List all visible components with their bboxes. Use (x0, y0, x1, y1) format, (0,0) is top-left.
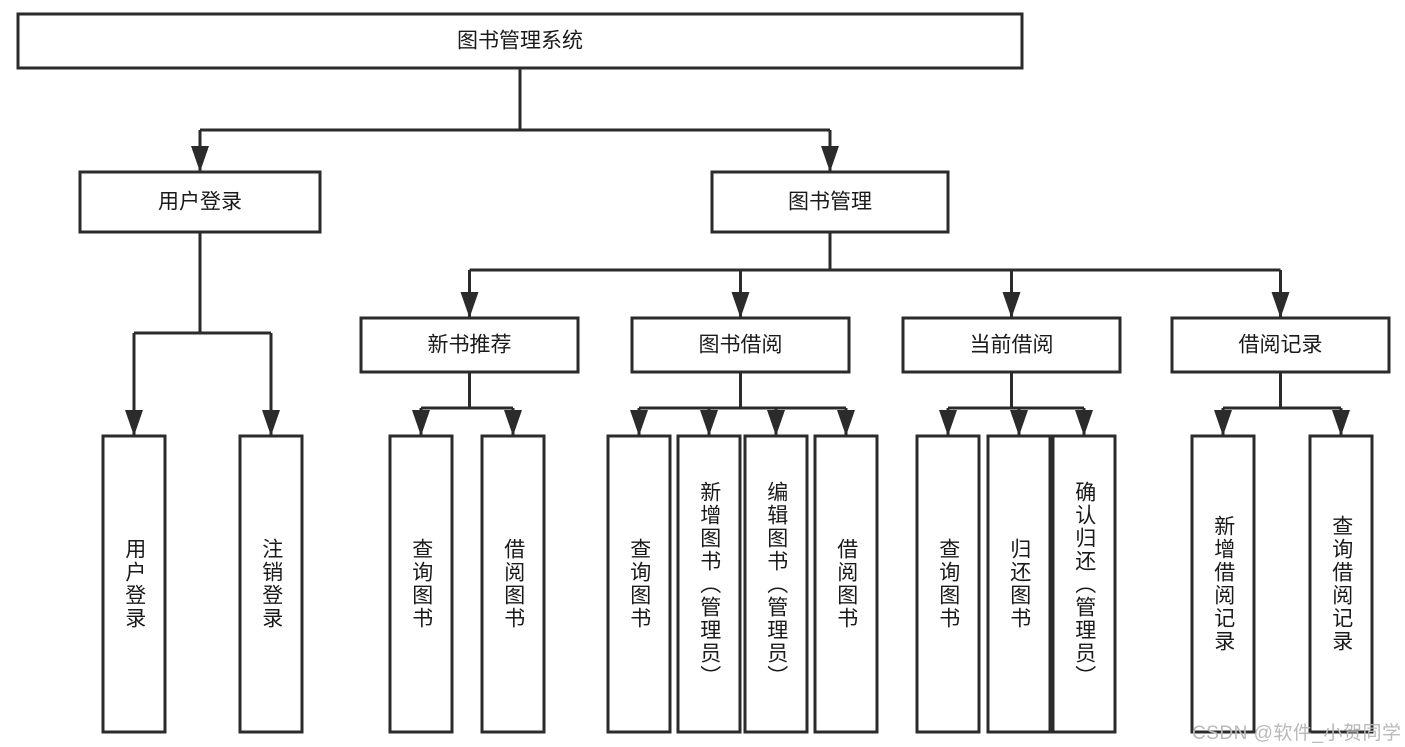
node-box-leaf-rec-borrow[interactable] (480, 434, 546, 734)
node-book-borrow[interactable]: 图书借阅 (630, 316, 851, 374)
arrowhead-icon (504, 410, 522, 436)
csdn-watermark: CSDN @软件_小贺同学 (1192, 723, 1402, 744)
node-leaf-rec-query[interactable] (388, 434, 454, 734)
node-box-leaf-cur-query[interactable] (915, 434, 981, 734)
node-box-leaf-user-logout[interactable] (238, 434, 304, 734)
node-leaf-cur-query[interactable] (915, 434, 981, 734)
node-box-book-borrow[interactable] (630, 316, 851, 374)
node-box-root[interactable] (16, 12, 1024, 70)
node-leaf-user-login[interactable] (101, 434, 167, 734)
arrowhead-icon (1332, 410, 1350, 436)
node-label-book-borrow: 图书借阅 (699, 334, 783, 357)
arrowhead-icon (821, 146, 839, 172)
node-label-user-login: 用户登录 (158, 191, 242, 214)
arrowhead-icon (1271, 292, 1290, 318)
node-leaf-borrow-add[interactable] (676, 434, 742, 734)
arrowhead-icon (1075, 410, 1093, 436)
node-box-leaf-user-login[interactable] (101, 434, 167, 734)
node-leaf-cur-confirm[interactable] (1051, 434, 1117, 734)
arrowhead-icon (191, 146, 209, 172)
node-label-borrow-record: 借阅记录 (1239, 334, 1323, 357)
arrowhead-icon (939, 410, 957, 436)
node-label-root: 图书管理系统 (457, 30, 583, 53)
node-box-leaf-cur-return[interactable] (986, 434, 1052, 734)
arrowhead-icon (630, 410, 648, 436)
arrowhead-icon (460, 292, 479, 318)
node-label-book-manage: 图书管理 (788, 191, 872, 214)
node-leaf-borrow-query[interactable] (606, 434, 672, 734)
node-user-login[interactable]: 用户登录 (78, 170, 322, 234)
connector-layer (125, 68, 1350, 436)
arrowhead-icon (700, 410, 718, 436)
node-label-current-borrow: 当前借阅 (970, 334, 1054, 357)
arrowhead-icon (767, 410, 785, 436)
node-leaf-cur-return[interactable] (986, 434, 1052, 734)
node-new-book-rec[interactable]: 新书推荐 (359, 316, 580, 374)
node-box-leaf-rec-search[interactable] (1308, 434, 1374, 734)
node-leaf-borrow-edit[interactable] (743, 434, 809, 734)
node-box-borrow-record[interactable] (1170, 316, 1391, 374)
node-box-book-manage[interactable] (710, 170, 950, 234)
node-root[interactable]: 图书管理系统 (16, 12, 1024, 70)
node-borrow-record[interactable]: 借阅记录 (1170, 316, 1391, 374)
arrowhead-icon (1002, 292, 1021, 318)
node-box-leaf-rec-add[interactable] (1190, 434, 1256, 734)
arrowhead-icon (412, 410, 430, 436)
arrowhead-icon (1214, 410, 1232, 436)
node-leaf-rec-borrow[interactable] (480, 434, 546, 734)
node-box-leaf-borrow-lend[interactable] (813, 434, 879, 734)
arrowhead-icon (1010, 410, 1028, 436)
node-box-current-borrow[interactable] (901, 316, 1122, 374)
node-current-borrow[interactable]: 当前借阅 (901, 316, 1122, 374)
node-leaf-rec-search[interactable] (1308, 434, 1374, 734)
node-leaf-user-logout[interactable] (238, 434, 304, 734)
arrowhead-icon (262, 410, 280, 436)
node-box-leaf-rec-query[interactable] (388, 434, 454, 734)
node-leaf-rec-add[interactable] (1190, 434, 1256, 734)
node-box-user-login[interactable] (78, 170, 322, 234)
arrowhead-icon (731, 292, 750, 318)
arrowhead-icon (837, 410, 855, 436)
node-leaf-borrow-lend[interactable] (813, 434, 879, 734)
node-box-leaf-borrow-edit[interactable] (743, 434, 809, 734)
node-box-new-book-rec[interactable] (359, 316, 580, 374)
node-book-manage[interactable]: 图书管理 (710, 170, 950, 234)
arrowhead-icon (125, 410, 143, 436)
node-box-leaf-cur-confirm[interactable] (1051, 434, 1117, 734)
node-label-new-book-rec: 新书推荐 (428, 334, 512, 357)
node-box-leaf-borrow-query[interactable] (606, 434, 672, 734)
node-box-leaf-borrow-add[interactable] (676, 434, 742, 734)
